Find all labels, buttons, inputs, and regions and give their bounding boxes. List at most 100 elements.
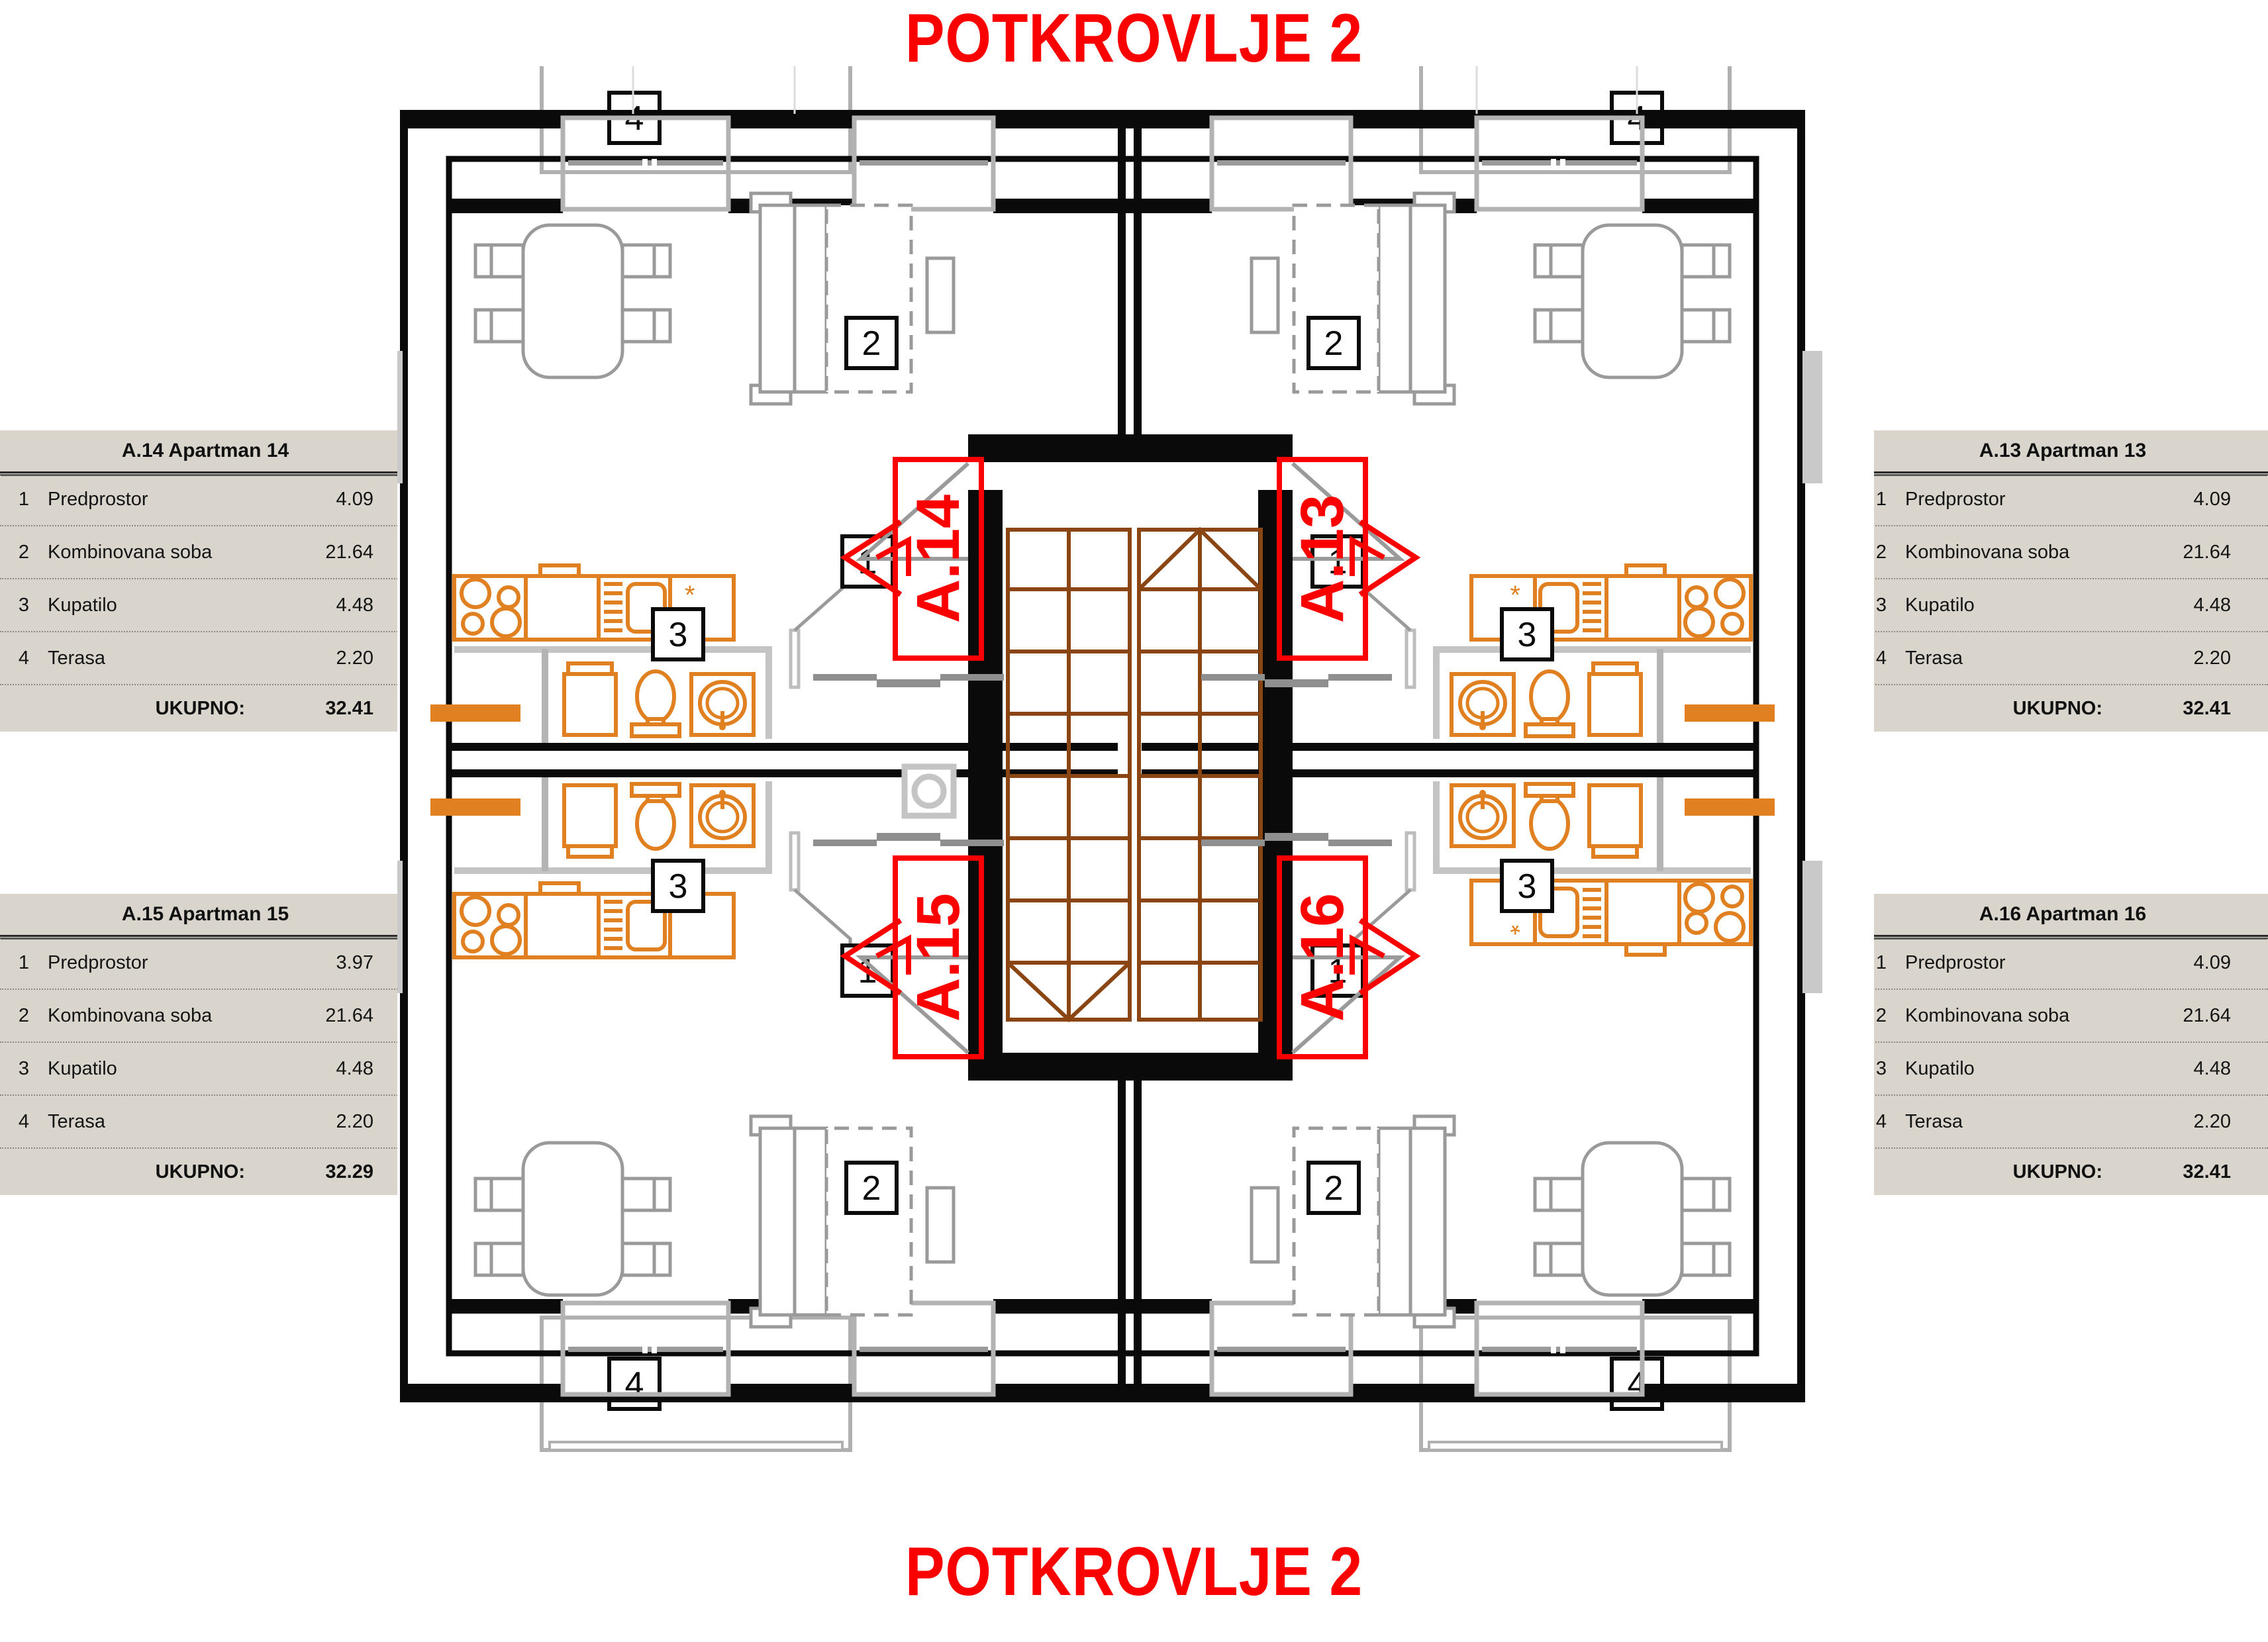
table-row: 3 Kupatilo 4.48 bbox=[1857, 579, 2268, 632]
room-name: Predprostor bbox=[1905, 488, 2006, 510]
table-row: 4 Terasa 2.20 bbox=[1857, 1096, 2268, 1149]
table-row: 4 Terasa 2.20 bbox=[0, 1096, 411, 1149]
total-value: 32.41 bbox=[2183, 697, 2231, 719]
room-area: 4.48 bbox=[2193, 594, 2231, 616]
total-label: UKUPNO: bbox=[155, 1161, 245, 1183]
apartment-label-text: A.16 bbox=[1289, 893, 1356, 1022]
room-number: 1 bbox=[18, 488, 30, 510]
room-area: 2.20 bbox=[2193, 647, 2231, 669]
room-number: 3 bbox=[18, 594, 30, 616]
room-name: Terasa bbox=[48, 647, 106, 669]
room-name: Kupatilo bbox=[48, 1057, 117, 1079]
table-row: 1 Predprostor 4.09 bbox=[1857, 937, 2268, 990]
room-tag-3: 3 bbox=[669, 616, 688, 654]
table-row: 1 Predprostor 4.09 bbox=[1857, 473, 2268, 526]
apartment-label-text: A.14 bbox=[905, 495, 972, 623]
room-tag-2: 2 bbox=[862, 1169, 881, 1208]
room-number: 3 bbox=[1875, 1057, 1887, 1079]
table-row: 2 Kombinovana soba 21.64 bbox=[1857, 526, 2268, 579]
room-number: 2 bbox=[18, 1004, 30, 1026]
table-row: 1 Predprostor 4.09 bbox=[0, 473, 411, 526]
legend-total-row: UKUPNO: 32.41 bbox=[1857, 685, 2268, 732]
legend-table-a16: A.16 Apartman 16 1 Predprostor 4.09 2 Ko… bbox=[1857, 894, 2268, 1195]
table-row: 2 Kombinovana soba 21.64 bbox=[0, 526, 411, 579]
room-tag-1: 1 bbox=[1328, 543, 1348, 581]
apartment-label-a13: A.13 bbox=[1277, 457, 1421, 661]
top-wall-openings bbox=[404, 66, 1801, 213]
total-value: 32.29 bbox=[325, 1161, 373, 1183]
table-row: 4 Terasa 2.20 bbox=[1857, 632, 2268, 685]
page-title-top: POTKROVLJE 2 bbox=[905, 0, 1363, 77]
room-area: 21.64 bbox=[2183, 1004, 2231, 1026]
room-area: 4.09 bbox=[2193, 488, 2231, 510]
page-title-bottom: POTKROVLJE 2 bbox=[905, 1533, 1363, 1610]
room-tag-2: 2 bbox=[1324, 1169, 1344, 1208]
room-area: 4.09 bbox=[336, 488, 373, 510]
floor-plan-drawing: * bbox=[397, 66, 1874, 1536]
room-number: 1 bbox=[1875, 488, 1887, 510]
room-name: Kupatilo bbox=[1905, 594, 1975, 616]
room-number: 2 bbox=[1875, 1004, 1887, 1026]
stair-core bbox=[901, 434, 1293, 1081]
room-area: 21.64 bbox=[325, 541, 373, 563]
room-tag-3: 3 bbox=[669, 867, 688, 906]
apartment-label-text: A.13 bbox=[1289, 495, 1356, 623]
apartment-a16-interior bbox=[1201, 777, 1775, 1327]
shaft-fixture-icon bbox=[901, 763, 957, 819]
stair-flight-left bbox=[1006, 528, 1132, 1023]
room-name: Kupatilo bbox=[48, 594, 117, 616]
table-row: 3 Kupatilo 4.48 bbox=[1857, 1043, 2268, 1096]
room-number: 2 bbox=[18, 541, 30, 563]
room-number: 2 bbox=[1875, 541, 1887, 563]
legend-total-row: UKUPNO: 32.29 bbox=[0, 1149, 411, 1195]
room-tag-2: 2 bbox=[862, 324, 881, 363]
room-name: Kombinovana soba bbox=[48, 1004, 213, 1026]
room-number: 3 bbox=[18, 1057, 30, 1079]
room-name: Kombinovana soba bbox=[1905, 1004, 2070, 1026]
bottom-wall-openings bbox=[404, 1299, 1801, 1398]
room-area: 21.64 bbox=[325, 1004, 373, 1026]
room-area: 4.48 bbox=[336, 1057, 373, 1079]
table-row: 1 Predprostor 3.97 bbox=[0, 937, 411, 990]
apartment-a15-interior bbox=[430, 777, 1004, 1327]
terrace-bottom-left: 4 bbox=[540, 1316, 852, 1452]
apartment-label-a16: A.16 bbox=[1277, 855, 1421, 1059]
room-name: Terasa bbox=[1905, 1110, 1963, 1132]
room-area: 2.20 bbox=[336, 1110, 373, 1132]
apartment-label-a14: A.14 bbox=[840, 457, 984, 661]
room-area: 2.20 bbox=[336, 647, 373, 669]
room-name: Predprostor bbox=[48, 488, 148, 510]
legend-header-a13: A.13 Apartman 13 bbox=[1857, 430, 2268, 475]
table-row: 4 Terasa 2.20 bbox=[0, 632, 411, 685]
room-name: Kombinovana soba bbox=[1905, 541, 2070, 563]
legend-header-a15: A.15 Apartman 15 bbox=[0, 894, 411, 939]
room-name: Predprostor bbox=[1905, 951, 2006, 973]
room-number: 4 bbox=[18, 647, 30, 669]
legend-header-a16: A.16 Apartman 16 bbox=[1857, 894, 2268, 939]
room-tag-3: 3 bbox=[1518, 616, 1537, 654]
legend-table-a14: A.14 Apartman 14 1 Predprostor 4.09 2 Ko… bbox=[0, 430, 411, 732]
room-tag-3: 3 bbox=[1518, 867, 1537, 906]
table-row: 2 Kombinovana soba 21.64 bbox=[1857, 990, 2268, 1043]
legend-total-row: UKUPNO: 32.41 bbox=[1857, 1149, 2268, 1195]
stair-flight-right bbox=[1137, 526, 1263, 1022]
room-name: Terasa bbox=[1905, 647, 1963, 669]
room-number: 4 bbox=[1875, 647, 1887, 669]
apartment-label-text: A.15 bbox=[905, 893, 972, 1022]
legend-table-a13: A.13 Apartman 13 1 Predprostor 4.09 2 Ko… bbox=[1857, 430, 2268, 732]
central-spine-walls bbox=[449, 128, 1756, 1384]
room-tag-2: 2 bbox=[1324, 324, 1344, 363]
apartment-a13-interior bbox=[1201, 193, 1775, 743]
legend-table-a15: A.15 Apartman 15 1 Predprostor 3.97 2 Ko… bbox=[0, 894, 411, 1195]
total-label: UKUPNO: bbox=[155, 697, 245, 719]
room-number: 4 bbox=[18, 1110, 30, 1132]
table-row: 3 Kupatilo 4.48 bbox=[0, 579, 411, 632]
total-value: 32.41 bbox=[325, 697, 373, 719]
side-window-marks bbox=[397, 351, 1822, 993]
total-label: UKUPNO: bbox=[2012, 697, 2102, 719]
room-number: 1 bbox=[1875, 951, 1887, 973]
apartment-label-a15: A.15 bbox=[840, 855, 984, 1059]
radiator-icon bbox=[430, 704, 520, 722]
table-row: 3 Kupatilo 4.48 bbox=[0, 1043, 411, 1096]
total-label: UKUPNO: bbox=[2012, 1161, 2102, 1183]
